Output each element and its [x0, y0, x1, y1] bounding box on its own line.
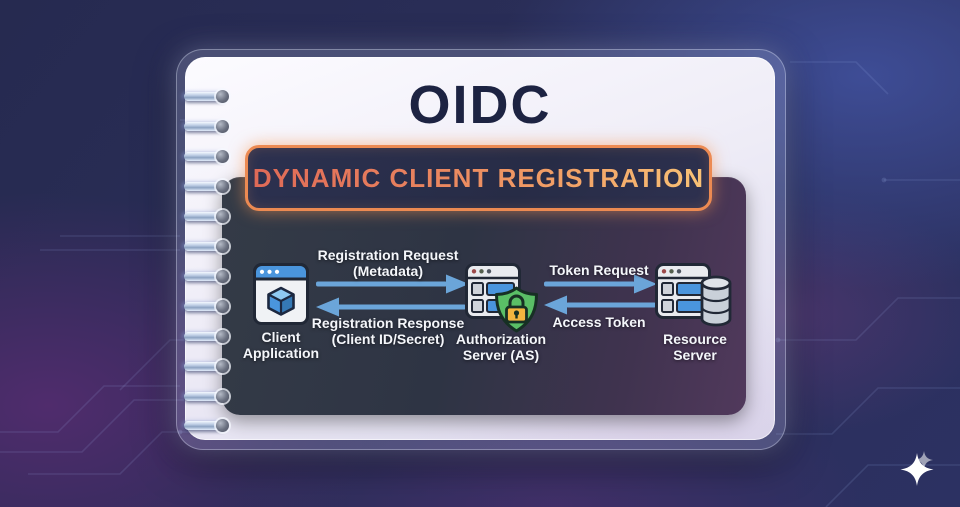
flow-label-access-token: Access Token	[552, 314, 646, 330]
spiral-ring	[184, 150, 229, 163]
subtitle-text: DYNAMIC CLIENT REGISTRATION	[252, 162, 705, 193]
arrow-registration-request	[316, 274, 469, 294]
arrow-registration-response	[316, 297, 466, 317]
server-database-icon	[655, 263, 732, 327]
spiral-ring	[184, 360, 229, 373]
node-label-authorization-server: Authorization Server (AS)	[455, 331, 547, 363]
page-title: OIDC	[408, 75, 552, 135]
spiral-ring	[184, 90, 229, 103]
spiral-ring	[184, 210, 229, 223]
node-label-client-application: Client Application	[242, 329, 320, 361]
subtitle-banner: DYNAMIC CLIENT REGISTRATION	[245, 145, 712, 211]
spiral-ring	[184, 240, 229, 253]
spiral-ring	[184, 120, 229, 133]
browser-window-cube-icon	[253, 263, 309, 325]
spiral-ring	[184, 300, 229, 313]
database-glyph	[700, 275, 732, 327]
cube-glyph	[267, 286, 295, 316]
flow-label-registration-response: Registration Response (Client ID/Secret)	[311, 315, 465, 347]
sparkle-icon	[900, 451, 934, 486]
flow-label-registration-request: Registration Request (Metadata)	[317, 247, 459, 279]
spiral-ring	[184, 419, 229, 432]
spiral-ring	[184, 390, 229, 403]
node-label-resource-server: Resource Server	[663, 331, 727, 363]
arrow-access-token	[544, 295, 656, 315]
flow-label-token-request: Token Request	[549, 262, 649, 278]
arrow-token-request	[544, 274, 657, 294]
server-shield-lock-icon	[465, 263, 538, 333]
server-rows	[661, 282, 705, 313]
spiral-ring	[184, 180, 229, 193]
spiral-ring	[184, 270, 229, 283]
flow-arrows	[316, 274, 657, 317]
shield-lock-glyph	[495, 286, 538, 333]
spiral-ring	[184, 330, 229, 343]
